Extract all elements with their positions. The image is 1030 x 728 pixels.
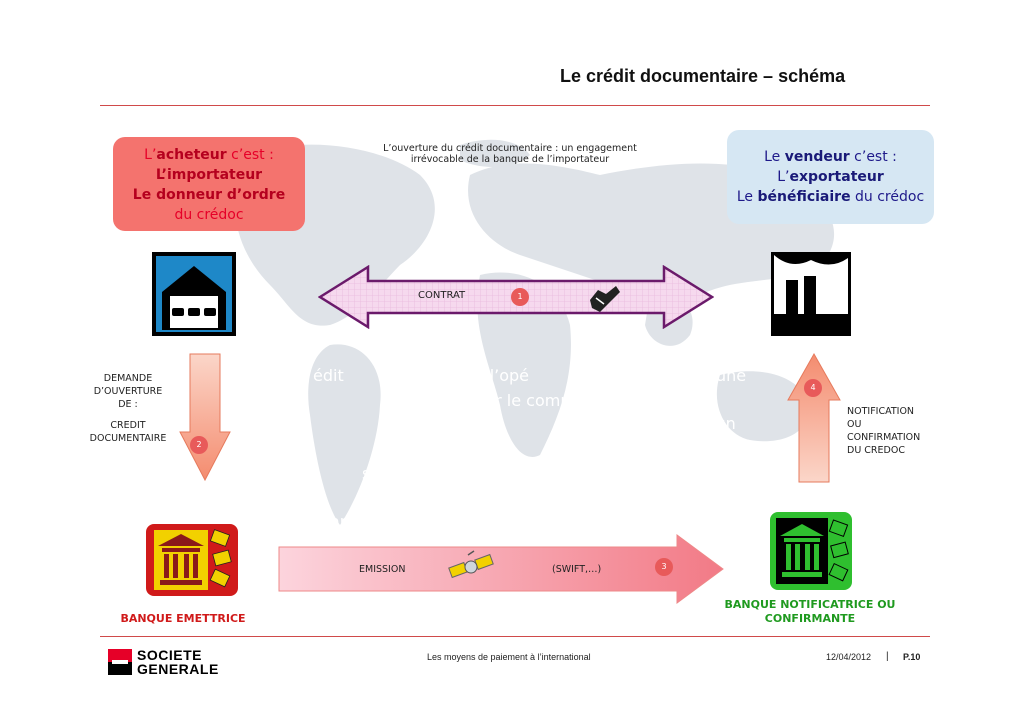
emission-label: EMISSION <box>359 564 406 575</box>
step-badge-1: 1 <box>511 288 529 306</box>
notification-label-line: OU <box>847 419 862 430</box>
notifying-bank-label: BANQUE NOTIFICATRICE OU CONFIRMANTE <box>720 598 900 626</box>
request-label-line: D’OUVERTURE <box>93 386 163 397</box>
seller-info-box: Le vendeur c’est : L’exportateur Le béné… <box>727 130 934 224</box>
brand-name: SOCIETE GENERALE <box>137 648 219 676</box>
background-text: Le <box>273 366 292 385</box>
seller-text: Le <box>736 189 758 205</box>
notifying-bank-icon <box>770 512 852 590</box>
step-badge-3: 3 <box>655 558 673 576</box>
request-label-line: DE : <box>118 399 138 410</box>
footer-center-text: Les moyens de paiement à l’international <box>427 652 591 662</box>
background-text: dans un <box>672 414 736 433</box>
background-text: ur le compte <box>485 391 587 410</box>
background-text: , contre <box>586 438 648 457</box>
issuing-bank-label: BANQUE EMETTRICE <box>120 612 246 625</box>
notifying-bank-label-line: CONFIRMANTE <box>764 612 856 625</box>
notification-up-arrow <box>787 352 841 483</box>
seller-text: c’est : <box>849 149 897 165</box>
background-text: une <box>716 366 747 385</box>
notification-label-line: NOTIFICATION <box>847 406 915 417</box>
request-label-line: DEMANDE <box>103 373 153 384</box>
commitment-note: L’ouverture du crédit documentaire : un … <box>360 143 660 165</box>
buyer-text: L’ <box>144 147 157 163</box>
societe-generale-logo-icon <box>108 649 132 675</box>
background-text: de <box>408 488 428 507</box>
step-badge-2: 2 <box>190 436 208 454</box>
handshake-icon <box>590 286 620 312</box>
commitment-note-line: L’ouverture du crédit documentaire : un … <box>383 143 637 154</box>
background-text: a <box>466 414 476 433</box>
background-text: formes et <box>478 464 555 483</box>
swift-label: (SWIFT,…) <box>552 564 602 575</box>
buyer-text: Le <box>132 187 157 203</box>
request-label-line: DOCUMENTAIRE <box>89 433 167 444</box>
buyer-text: c’est : <box>226 147 274 163</box>
buyer-importer: L’importateur <box>155 167 263 183</box>
factory-icon <box>771 252 851 336</box>
notifying-bank-label-line: BANQUE NOTIFICATRICE OU <box>724 598 896 611</box>
notification-label-line: CONFIRMATION <box>847 432 921 443</box>
page-number: P.10 <box>903 652 921 662</box>
satellite-icon <box>448 550 494 579</box>
footer-divider <box>100 636 930 637</box>
footer-separator: | <box>886 651 889 662</box>
seller-text: L’ <box>777 169 790 185</box>
seller-keyword: vendeur <box>784 149 850 165</box>
commitment-note-line: irrévocable de la banque de l’importateu… <box>410 154 610 165</box>
issuing-bank-icon <box>146 524 238 596</box>
footer-date: 12/04/2012 <box>826 652 872 662</box>
request-down-arrow <box>179 353 231 482</box>
background-text: strict <box>362 464 403 483</box>
request-label: DEMANDE D’OUVERTURE DE : CREDIT DOCUMENT… <box>88 372 168 445</box>
seller-text: Le <box>764 149 785 165</box>
contract-label: CONTRAT <box>418 290 466 301</box>
notification-label: NOTIFICATION OU CONFIRMATION DU CREDOC <box>847 405 920 457</box>
buyer-orderer: donneur d’ordre <box>156 187 286 203</box>
seller-beneficiary: bénéficiaire <box>757 189 851 205</box>
emission-right-arrow <box>278 534 724 604</box>
background-text: archandis <box>330 512 408 531</box>
page-title: Le crédit documentaire – schéma <box>560 66 846 86</box>
brand-line: GENERALE <box>137 661 219 677</box>
background-text: st l’opé <box>470 366 530 385</box>
header-divider <box>100 105 930 106</box>
background-text: édit <box>313 366 344 385</box>
buyer-info-box: L’acheteur c’est : L’importateur Le donn… <box>113 137 305 231</box>
buyer-credoc: du crédoc <box>174 207 244 223</box>
step-badge-4: 4 <box>804 379 822 397</box>
seller-text: du crédoc <box>850 189 925 205</box>
warehouse-icon <box>152 252 236 336</box>
brand-line: SOCIETE <box>137 647 202 663</box>
seller-exporter: exportateur <box>789 169 884 185</box>
request-label-line: CREDIT <box>110 420 146 431</box>
notification-label-line: DU CREDOC <box>847 445 905 456</box>
buyer-keyword: acheteur <box>156 147 227 163</box>
